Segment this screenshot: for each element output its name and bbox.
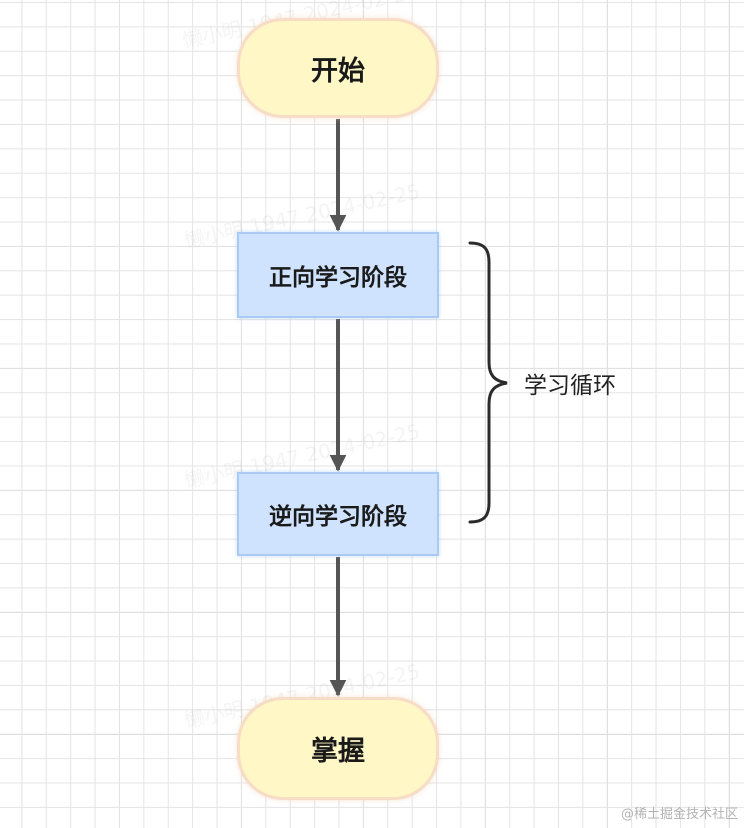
start-node: 开始 [237,18,439,118]
backward-learning-label: 逆向学习阶段 [269,504,407,530]
learning-loop-label: 学习循环 [524,373,616,399]
forward-learning-node: 正向学习阶段 [237,232,439,318]
site-credit: @稀土掘金技术社区 [620,807,738,822]
curly-brace [468,241,508,524]
master-node: 掌握 [237,697,439,800]
forward-learning-label: 正向学习阶段 [269,265,407,291]
master-node-label: 掌握 [311,736,365,767]
start-node-label: 开始 [311,55,365,87]
backward-learning-node: 逆向学习阶段 [237,472,439,556]
